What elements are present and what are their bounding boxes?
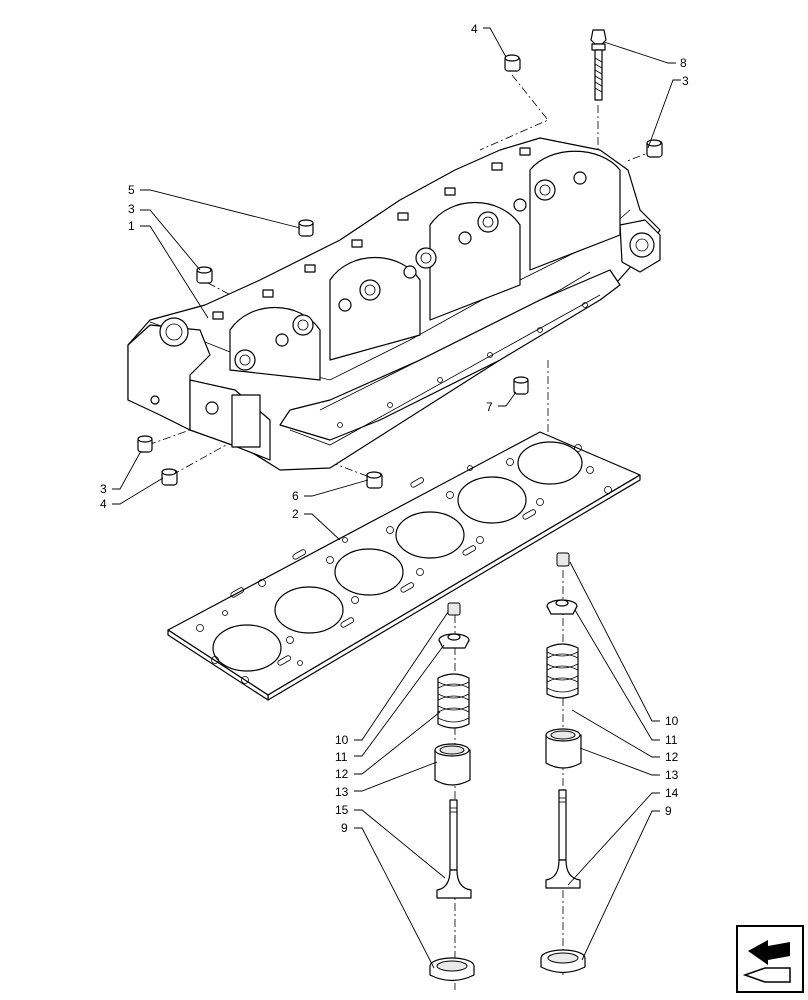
- valve-seat-left: [429, 957, 475, 982]
- callout-4-top: 4: [471, 22, 478, 36]
- plug-6: [366, 471, 383, 489]
- valve-left: [436, 799, 472, 899]
- callout-12-left: 12: [335, 767, 349, 781]
- callout-11-left: 11: [335, 750, 348, 764]
- callout-15: 15: [335, 803, 349, 817]
- valve-seat-right: [540, 949, 586, 974]
- callout-5: 5: [128, 183, 135, 197]
- dowel-3-left: [196, 266, 213, 284]
- dowel-pins: [137, 54, 663, 489]
- arrow-previous-icon[interactable]: [736, 925, 804, 993]
- callout-4-bottom: 4: [100, 497, 107, 511]
- head-bolt-tabs: [212, 147, 531, 320]
- plug-5: [298, 219, 314, 237]
- callout-11-right: 11: [665, 733, 678, 747]
- callout-9-right: 9: [665, 804, 672, 818]
- callout-8: 8: [680, 56, 687, 70]
- callout-14: 14: [665, 786, 679, 800]
- callout-labels: 4 8 3 5 3 1 7 3 4 6 2 10 11 12 13 15 9 1…: [100, 22, 689, 835]
- callout-10-right: 10: [665, 714, 679, 728]
- callout-1: 1: [128, 219, 135, 233]
- head-bolt: [590, 29, 607, 101]
- gasket-slots: [230, 477, 537, 666]
- plug-7: [513, 376, 529, 395]
- valve-cap-right: [545, 728, 582, 769]
- callout-3-left: 3: [128, 202, 135, 216]
- valve-train-left: [429, 602, 475, 982]
- valve-train-right: [540, 552, 586, 974]
- valve-spring-right: [546, 643, 579, 699]
- gasket-holes: [196, 444, 612, 684]
- cylinder-head: [127, 137, 661, 471]
- dowel-4-bottom: [161, 468, 178, 486]
- callout-13-left: 13: [335, 785, 349, 799]
- leader-lines: [112, 27, 681, 969]
- dowel-3-bottom: [137, 435, 153, 453]
- valve-cap-left: [434, 743, 471, 786]
- valve-spring-left: [437, 673, 470, 729]
- valve-keeper-right: [556, 552, 570, 567]
- dowel-3-top: [646, 139, 663, 158]
- spring-retainer-left: [438, 633, 470, 649]
- callout-12-right: 12: [665, 750, 679, 764]
- callout-2: 2: [292, 507, 299, 521]
- head-gasket: [167, 431, 641, 701]
- callout-7: 7: [486, 400, 493, 414]
- callout-3-bottom: 3: [100, 482, 107, 496]
- callout-10-left: 10: [335, 733, 349, 747]
- rail-holes: [337, 302, 588, 428]
- dowel-4-top: [504, 54, 521, 72]
- valve-right: [545, 789, 581, 889]
- callout-6: 6: [292, 489, 299, 503]
- callout-13-right: 13: [665, 768, 679, 782]
- callout-9-left: 9: [341, 821, 348, 835]
- spring-retainer-right: [546, 599, 578, 615]
- callout-3-top: 3: [682, 74, 689, 88]
- valve-keeper-left: [447, 602, 461, 616]
